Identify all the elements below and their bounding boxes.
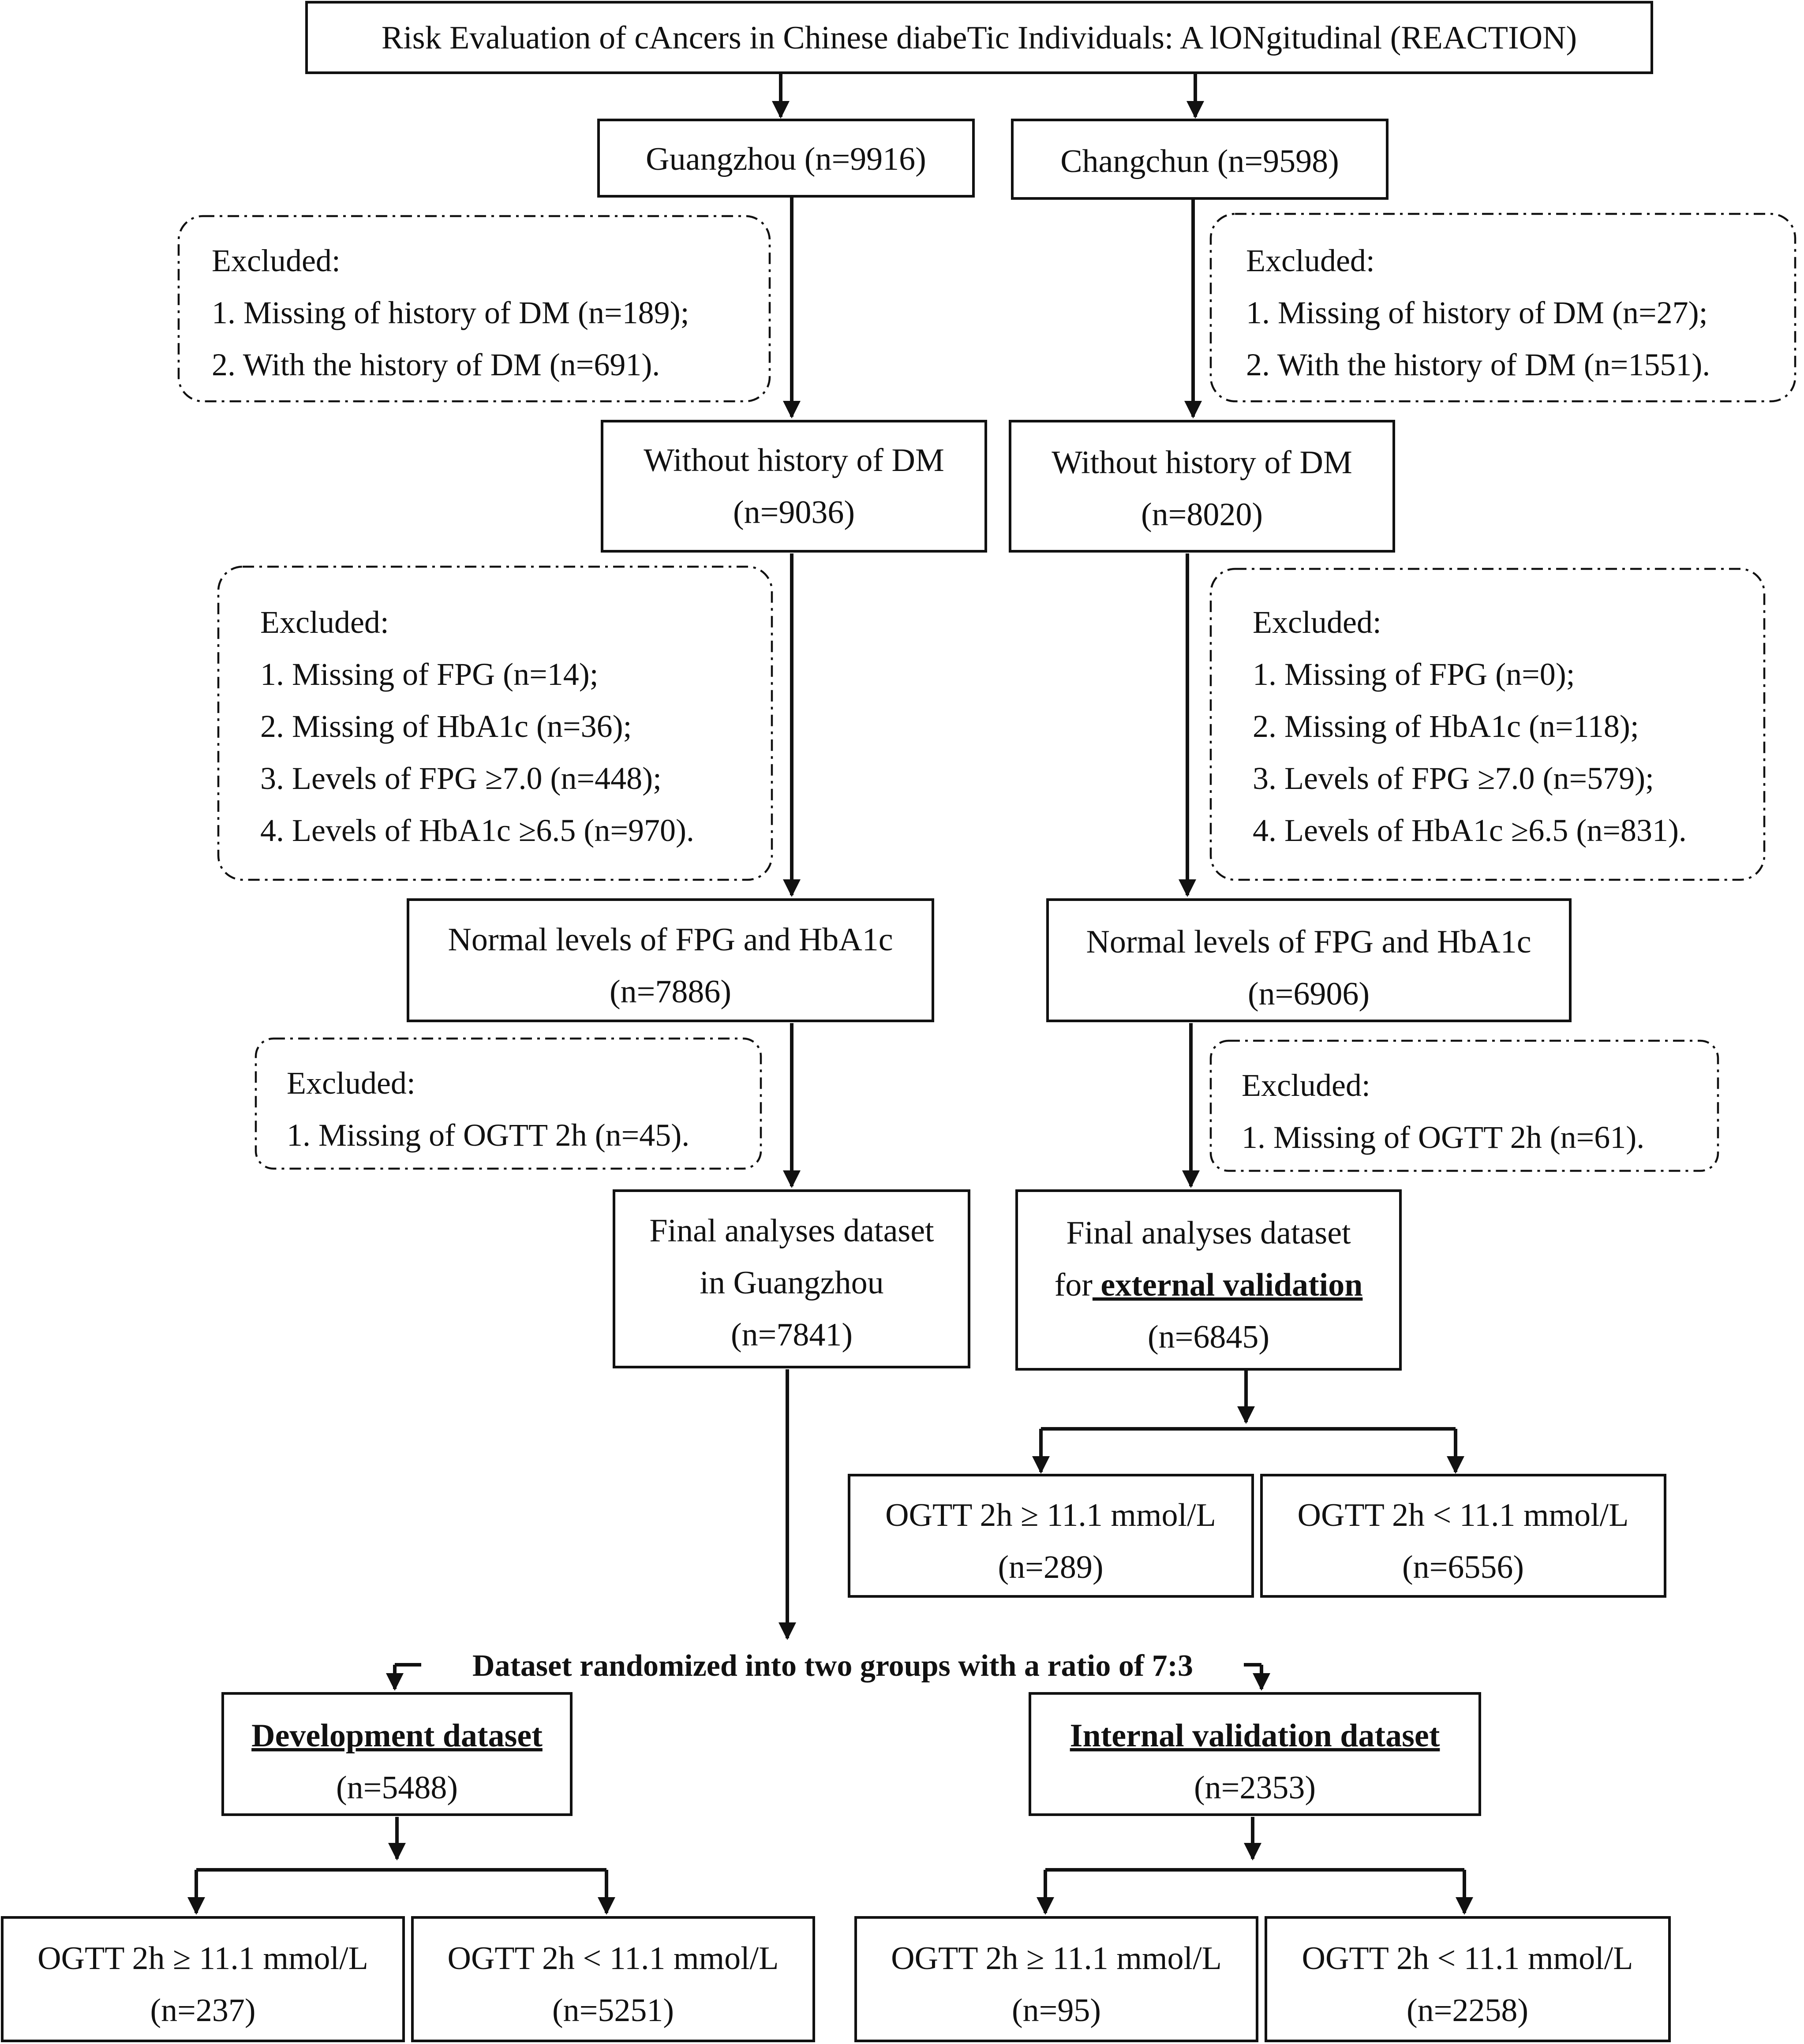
exclusion-item: 1. Missing of history of DM (n=27); [1246, 295, 1708, 330]
reaction-study-box: Risk Evaluation of cAncers in Chinese di… [305, 1, 1653, 74]
without-dm-label: Without history of DM [1052, 445, 1352, 481]
final-dataset-prefix: for [1055, 1267, 1093, 1303]
normal-levels-label: Normal levels of FPG and HbA1c [448, 922, 893, 958]
exclusion-item: 2. With the history of DM (n=1551). [1246, 347, 1710, 382]
exclusion-item: 4. Levels of HbA1c ≥6.5 (n=970). [260, 813, 694, 848]
reaction-study-title: Risk Evaluation of cAncers in Chinese di… [382, 20, 1577, 56]
internal-ogtt-high-box: OGTT 2h ≥ 11.1 mmol/L (n=95) [854, 1916, 1258, 2042]
ogtt-threshold-label: OGTT 2h ≥ 11.1 mmol/L [885, 1497, 1216, 1533]
final-dataset-purpose: for external validation [1055, 1267, 1363, 1303]
ogtt-count: (n=289) [998, 1549, 1103, 1585]
exclusion-item: 2. Missing of HbA1c (n=118); [1253, 709, 1639, 744]
internal-ogtt-low-box: OGTT 2h < 11.1 mmol/L (n=2258) [1265, 1916, 1671, 2042]
guangzhou-exclusion-3: Excluded: 1. Missing of OGTT 2h (n=45). [255, 1037, 762, 1170]
excluded-heading: Excluded: [1253, 605, 1381, 640]
final-dataset-label: Final analyses dataset [649, 1213, 934, 1249]
development-dataset-count: (n=5488) [336, 1770, 458, 1806]
external-validation-label: external validation [1093, 1267, 1363, 1303]
internal-validation-title: Internal validation dataset [1070, 1718, 1440, 1754]
exclusion-item: 2. With the history of DM (n=691). [212, 347, 660, 382]
guangzhou-final-dataset-box: Final analyses dataset in Guangzhou (n=7… [613, 1189, 970, 1368]
changchun-ogtt-low-box: OGTT 2h < 11.1 mmol/L (n=6556) [1260, 1474, 1666, 1598]
final-dataset-count: (n=6845) [1148, 1319, 1269, 1355]
ogtt-threshold-label: OGTT 2h < 11.1 mmol/L [1302, 1940, 1633, 1977]
normal-levels-count: (n=7886) [610, 974, 731, 1010]
connectors [187, 73, 1473, 1915]
exclusion-item: 4. Levels of HbA1c ≥6.5 (n=831). [1253, 813, 1687, 848]
normal-levels-count: (n=6906) [1248, 976, 1370, 1012]
changchun-normal-levels-box: Normal levels of FPG and HbA1c (n=6906) [1046, 898, 1572, 1022]
guangzhou-exclusion-2: Excluded: 1. Missing of FPG (n=14); 2. M… [217, 565, 773, 881]
normal-levels-label: Normal levels of FPG and HbA1c [1086, 924, 1531, 960]
ogtt-count: (n=6556) [1402, 1549, 1524, 1585]
exclusion-item: 3. Levels of FPG ≥7.0 (n=579); [1253, 761, 1654, 796]
changchun-final-dataset-box: Final analyses dataset for external vali… [1015, 1189, 1402, 1371]
final-dataset-location: in Guangzhou [700, 1265, 883, 1301]
changchun-cohort-label: Changchun (n=9598) [1060, 143, 1339, 179]
guangzhou-without-dm-box: Without history of DM (n=9036) [601, 420, 987, 553]
without-dm-label: Without history of DM [644, 442, 944, 478]
internal-validation-box: Internal validation dataset (n=2353) [1029, 1692, 1481, 1816]
exclusion-item: 1. Missing of FPG (n=14); [260, 657, 599, 692]
development-ogtt-low-box: OGTT 2h < 11.1 mmol/L (n=5251) [411, 1916, 815, 2042]
changchun-ogtt-high-box: OGTT 2h ≥ 11.1 mmol/L (n=289) [848, 1474, 1254, 1598]
exclusion-item: 1. Missing of history of DM (n=189); [212, 295, 689, 330]
exclusion-item: 1. Missing of OGTT 2h (n=61). [1242, 1120, 1644, 1155]
changchun-exclusion-3: Excluded: 1. Missing of OGTT 2h (n=61). [1209, 1039, 1719, 1172]
ogtt-count: (n=5251) [552, 1992, 674, 2029]
internal-validation-count: (n=2353) [1194, 1770, 1316, 1806]
development-dataset-box: Development dataset (n=5488) [221, 1692, 573, 1816]
without-dm-count: (n=9036) [733, 494, 855, 531]
excluded-heading: Excluded: [1246, 243, 1375, 278]
excluded-heading: Excluded: [212, 243, 341, 278]
ogtt-threshold-label: OGTT 2h ≥ 11.1 mmol/L [37, 1940, 368, 1977]
excluded-heading: Excluded: [287, 1065, 415, 1101]
ogtt-count: (n=237) [150, 1992, 255, 2029]
excluded-heading: Excluded: [1242, 1068, 1370, 1103]
changchun-exclusion-1: Excluded: 1. Missing of history of DM (n… [1209, 213, 1797, 403]
final-dataset-label: Final analyses dataset [1066, 1215, 1351, 1251]
ogtt-threshold-label: OGTT 2h < 11.1 mmol/L [448, 1940, 779, 1977]
ogtt-count: (n=2258) [1407, 1992, 1528, 2029]
development-ogtt-high-box: OGTT 2h ≥ 11.1 mmol/L (n=237) [1, 1916, 405, 2042]
development-dataset-title: Development dataset [251, 1718, 543, 1754]
exclusion-item: 2. Missing of HbA1c (n=36); [260, 709, 632, 744]
excluded-heading: Excluded: [260, 605, 389, 640]
ogtt-threshold-label: OGTT 2h ≥ 11.1 mmol/L [891, 1940, 1222, 1977]
final-dataset-count: (n=7841) [731, 1317, 853, 1353]
exclusion-item: 3. Levels of FPG ≥7.0 (n=448); [260, 761, 662, 796]
changchun-without-dm-box: Without history of DM (n=8020) [1009, 420, 1395, 553]
guangzhou-normal-levels-box: Normal levels of FPG and HbA1c (n=7886) [407, 898, 934, 1022]
guangzhou-exclusion-1: Excluded: 1. Missing of history of DM (n… [177, 215, 771, 403]
ogtt-threshold-label: OGTT 2h < 11.1 mmol/L [1298, 1497, 1629, 1533]
without-dm-count: (n=8020) [1141, 497, 1263, 533]
exclusion-item: 1. Missing of FPG (n=0); [1253, 657, 1575, 692]
changchun-exclusion-2: Excluded: 1. Missing of FPG (n=0); 2. Mi… [1209, 568, 1766, 881]
exclusion-item: 1. Missing of OGTT 2h (n=45). [287, 1117, 689, 1153]
ogtt-count: (n=95) [1012, 1992, 1101, 2029]
guangzhou-cohort-label: Guangzhou (n=9916) [646, 141, 926, 177]
changchun-cohort-box: Changchun (n=9598) [1011, 119, 1389, 200]
guangzhou-cohort-box: Guangzhou (n=9916) [597, 119, 975, 198]
randomization-label: Dataset randomized into two groups with … [472, 1649, 1193, 1683]
